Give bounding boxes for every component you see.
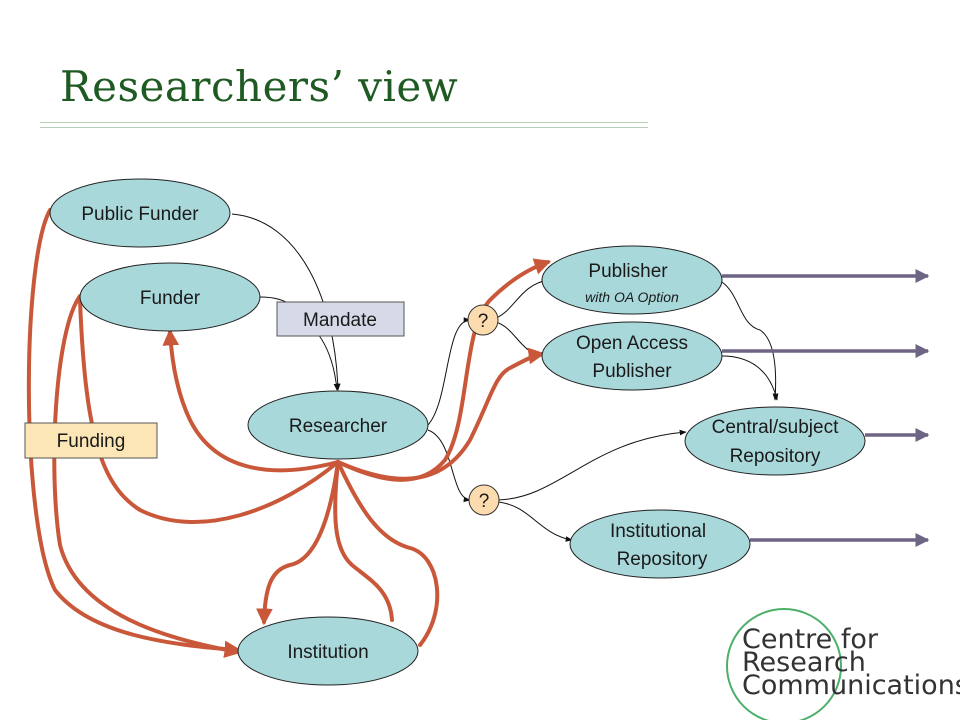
connector-mandate-to-researcher <box>317 333 340 391</box>
node-oa-publisher: Open Access Publisher <box>541 321 723 391</box>
connector-question-bottom-to-central-repo <box>497 429 687 501</box>
node-institution: Institution <box>237 616 419 686</box>
node-label-central-repo-1: Central/subject <box>712 417 839 438</box>
connector-question-top-to-publisher <box>495 278 549 319</box>
black-connectors <box>231 213 779 542</box>
flow-researcher-to-institution-right <box>336 460 440 647</box>
node-funder: Funder <box>79 262 261 332</box>
node-label-funder: Funder <box>140 288 201 309</box>
node-sublabel-publisher: with OA Option <box>585 289 679 305</box>
connector-public-funder-to-researcher <box>231 213 341 391</box>
question-mark-top: ? <box>478 311 489 332</box>
crc-logo: Centre for Research Communications <box>726 608 960 720</box>
node-label-inst-repo-1: Institutional <box>610 521 706 542</box>
flow-researcher-to-funder <box>162 328 340 473</box>
node-label-oa-publisher-1: Open Access <box>576 333 688 354</box>
logo-line-2: Research <box>742 647 866 678</box>
node-central-repository: Central/subject Repository <box>684 406 866 476</box>
connector-question-top-to-oa-publisher <box>495 321 543 358</box>
logo-line-3: Communications <box>742 670 960 701</box>
connector-question-bottom-to-inst-repo <box>497 501 573 542</box>
flow-researcher-to-institution-left <box>256 460 340 626</box>
node-researcher: Researcher <box>247 390 429 460</box>
funding-label: Funding <box>57 431 126 452</box>
node-label-central-repo-2: Repository <box>730 446 821 467</box>
node-public-funder: Public Funder <box>49 178 231 248</box>
red-flows <box>26 208 552 658</box>
flow-researcher-to-oa-publisher <box>336 347 546 481</box>
connector-oa-publisher-to-central-repo <box>721 355 779 401</box>
flow-public-funder-to-institution <box>26 208 242 658</box>
question-node-bottom: ? <box>468 484 500 516</box>
node-label-institution: Institution <box>287 642 368 663</box>
logo-ring <box>726 608 842 720</box>
node-label-inst-repo-2: Repository <box>617 549 708 570</box>
page-title: Researchers’ view <box>60 62 459 111</box>
output-arrows <box>722 269 930 547</box>
node-institutional-repository: Institutional Repository <box>569 509 751 579</box>
question-node-top: ? <box>467 304 499 336</box>
connector-researcher-to-question-bottom <box>427 429 471 503</box>
funding-box: Funding <box>24 422 158 459</box>
flow-funder-to-institution <box>52 294 242 658</box>
node-label-oa-publisher-2: Publisher <box>592 361 672 382</box>
node-publisher: Publisher with OA Option <box>541 245 723 315</box>
connector-researcher-to-question-top <box>427 317 471 426</box>
node-label-publisher: Publisher <box>588 261 668 282</box>
logo-line-1: Centre for <box>742 624 879 655</box>
flow-researcher-to-institution-mid <box>333 460 394 622</box>
flow-researcher-to-funder-outer <box>78 298 340 524</box>
title-divider <box>40 122 648 128</box>
connector-publisher-to-central-repo <box>721 281 779 401</box>
mandate-box: Mandate <box>276 301 405 337</box>
node-label-researcher: Researcher <box>289 416 388 437</box>
question-mark-bottom: ? <box>479 491 490 512</box>
node-label-public-funder: Public Funder <box>81 204 199 225</box>
mandate-label: Mandate <box>303 310 377 331</box>
